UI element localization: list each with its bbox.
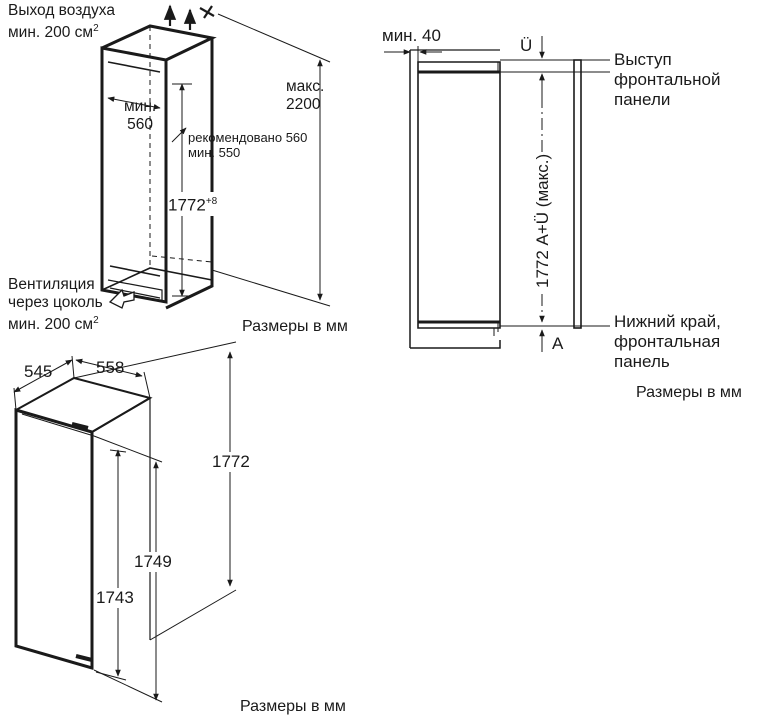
vent-line3: мин. 200 см	[8, 316, 94, 334]
side-height-formula: 1772 А+Ü (макс.)	[533, 151, 553, 290]
airflow-arrows	[163, 4, 215, 30]
side-a-symbol: A	[552, 334, 564, 353]
side-view-drawing	[409, 49, 582, 349]
niche-depth-label: рекомендовано 560 мин. 550	[188, 130, 307, 160]
air-outlet-line1: Выход воздуха	[8, 2, 115, 19]
niche-width-value: 560	[127, 116, 154, 133]
bottom-edge-line1: Нижний край,	[614, 312, 721, 331]
appliance-dimensions	[13, 341, 237, 703]
appliance-width-label: 558	[96, 358, 125, 377]
appliance-height-body-label: 1749	[134, 552, 172, 572]
niche-height-label: 1772+8	[168, 192, 218, 216]
vent-line2: через цоколь	[8, 294, 103, 311]
front-panel-line1: Выступ	[614, 50, 672, 69]
air-outlet-sup: 2	[93, 23, 99, 34]
niche-height-value: 1772	[168, 195, 206, 215]
air-outlet-label: Выход воздуха мин. 200 см2	[8, 2, 115, 42]
appliance-depth-label: 545	[24, 362, 53, 381]
niche-height-tolerance: +8	[205, 196, 218, 207]
appliance-height-total-label: 1772	[212, 452, 250, 472]
side-offset-symbol: Ü	[520, 36, 533, 55]
niche-dimensions	[107, 13, 331, 307]
appliance-drawing	[14, 376, 153, 670]
niche-caption: Размеры в мм	[242, 318, 348, 335]
vent-sup: 2	[93, 315, 99, 326]
front-panel-line2: фронтальной	[614, 70, 721, 89]
front-panel-label: Выступ фронтальной панели	[614, 50, 720, 110]
vent-arrow	[108, 288, 135, 309]
vent-line1: Вентиляция	[8, 276, 95, 293]
niche-depth-min: мин. 550	[188, 145, 241, 160]
bottom-edge-line2: фронтальная	[614, 332, 721, 351]
niche-max-height-label: макс. 2200	[286, 78, 324, 114]
appliance-caption: Размеры в мм	[240, 698, 346, 715]
side-view-caption: Размеры в мм	[636, 384, 742, 401]
niche-drawing	[100, 24, 217, 310]
front-panel-line3: панели	[614, 90, 671, 109]
bottom-edge-label: Нижний край, фронтальная панель	[614, 312, 721, 372]
air-outlet-line2: мин. 200 см	[8, 24, 94, 42]
niche-max-value: 2200	[286, 96, 321, 113]
niche-max-word: макс.	[286, 78, 325, 95]
niche-width-label: мин. 560	[124, 98, 156, 134]
side-gap-label: мин. 40	[382, 26, 441, 45]
appliance-height-door-label: 1743	[96, 588, 134, 608]
niche-width-min-word: мин.	[124, 98, 157, 115]
bottom-edge-line3: панель	[614, 352, 670, 371]
vent-label: Вентиляция через цоколь мин. 200 см2	[8, 276, 103, 334]
niche-depth-recommended: рекомендовано 560	[188, 130, 308, 145]
